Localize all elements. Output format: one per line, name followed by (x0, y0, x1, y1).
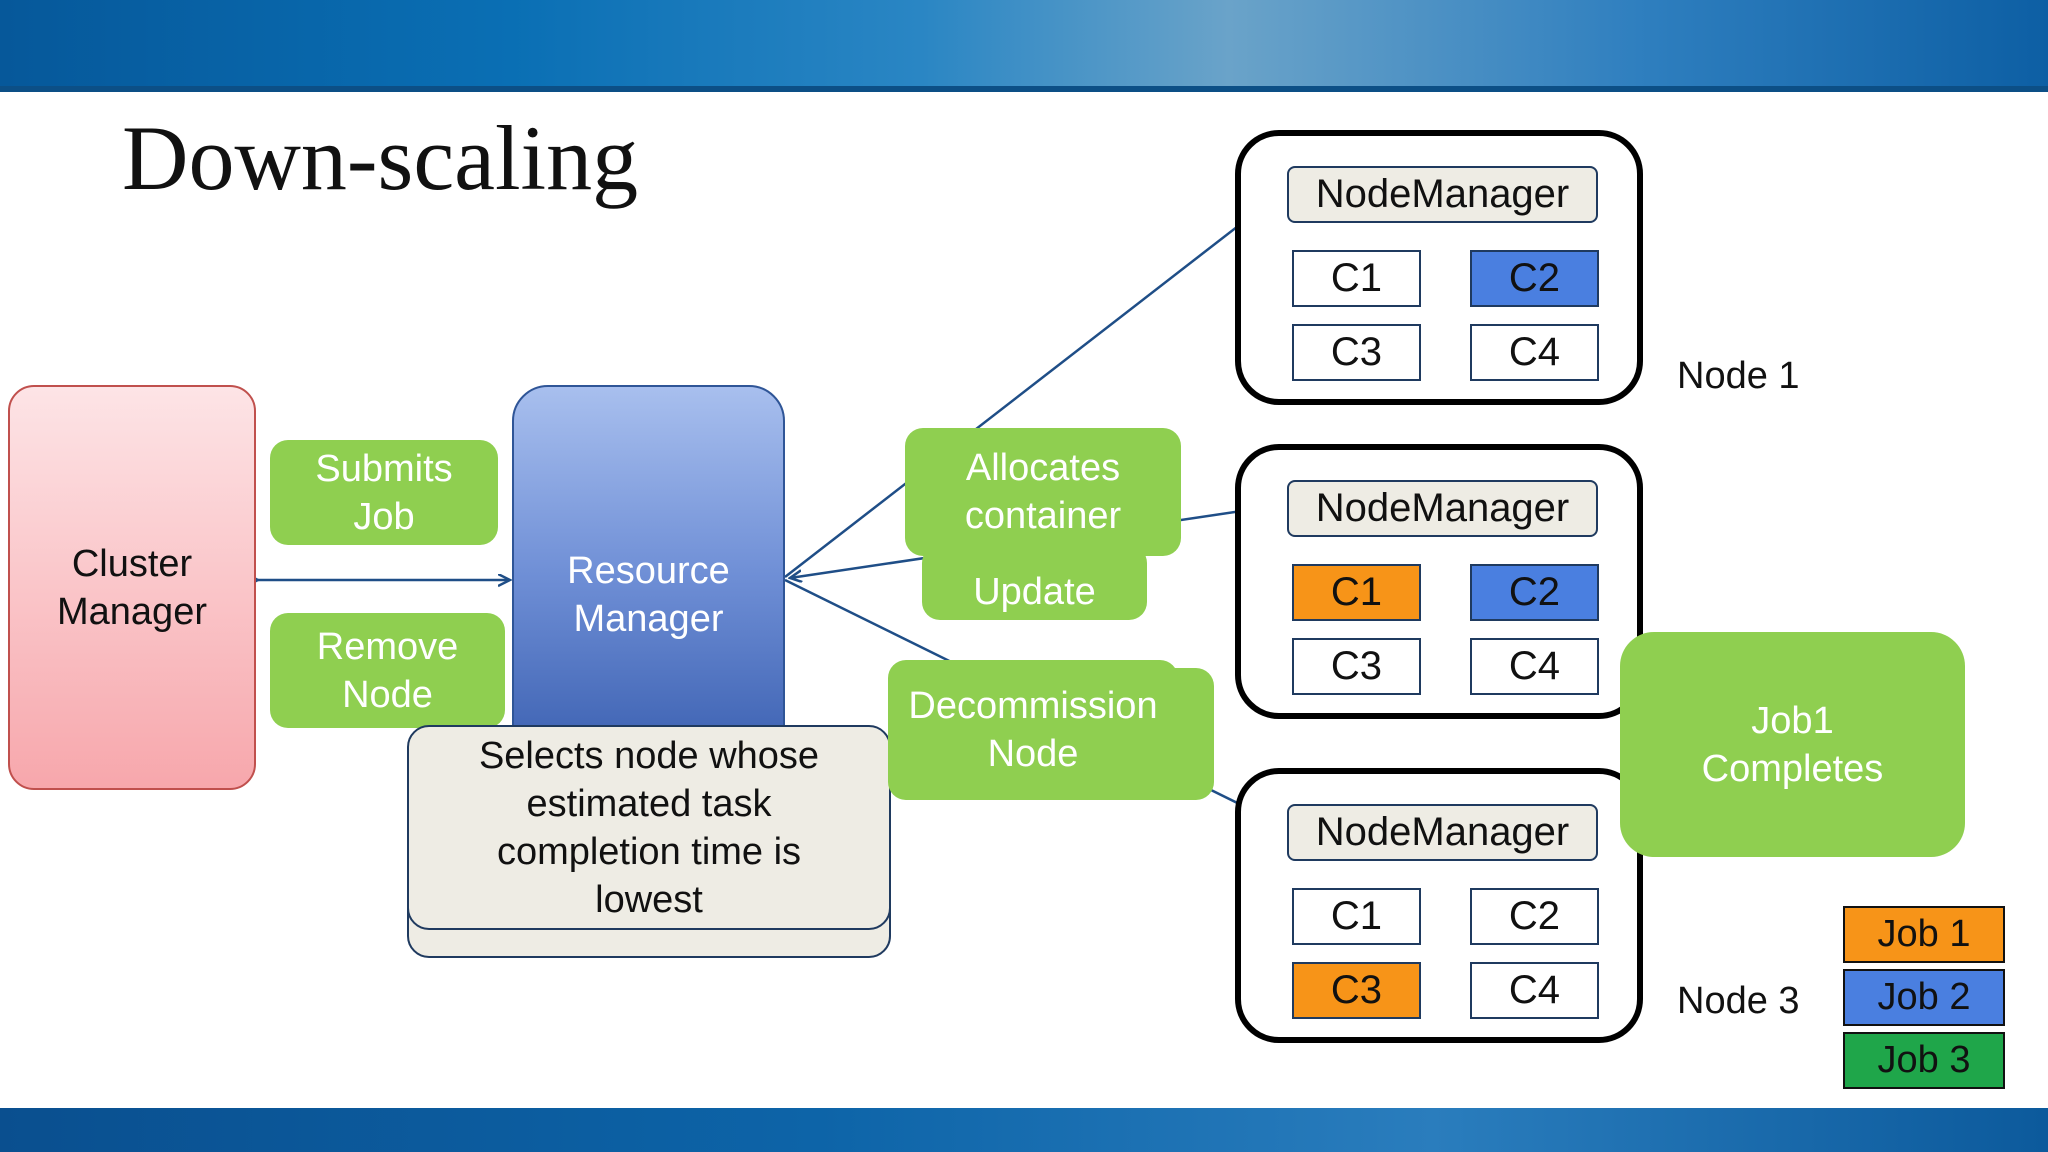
submits-job-label: Submits Job (270, 440, 498, 545)
node-2: NodeManager C1 C2 C3 C4 (1235, 444, 1643, 719)
resource-manager-label: Resource Manager (567, 550, 730, 640)
selects-node-note: Selects node whose estimated task comple… (407, 725, 891, 930)
node-3-c1: C1 (1292, 888, 1421, 945)
node-1-label: Node 1 (1677, 355, 1800, 397)
node-1-c2: C2 (1470, 250, 1599, 307)
node-2-c4: C4 (1470, 638, 1599, 695)
node-3: NodeManager C1 C2 C3 C4 (1235, 768, 1643, 1043)
node-2-nodemanager: NodeManager (1287, 480, 1598, 537)
header-band (0, 0, 2048, 92)
cluster-manager-label: Cluster Manager (57, 542, 207, 633)
node-1-c1: C1 (1292, 250, 1421, 307)
node-3-nodemanager: NodeManager (1287, 804, 1598, 861)
remove-node-label: Remove Node (270, 613, 505, 728)
allocates-container-label: Allocates container (905, 428, 1181, 556)
node-3-c2: C2 (1470, 888, 1599, 945)
legend-job-3: Job 3 (1843, 1032, 2005, 1089)
decommission-node-label: Decommission Node (888, 660, 1178, 800)
node-1: NodeManager C1 C2 C3 C4 (1235, 130, 1643, 405)
node-1-nodemanager: NodeManager (1287, 166, 1598, 223)
node-3-c4: C4 (1470, 962, 1599, 1019)
node-2-c3: C3 (1292, 638, 1421, 695)
cluster-manager-box: Cluster Manager (8, 385, 256, 790)
slide-title: Down-scaling (122, 107, 639, 209)
node-1-c4: C4 (1470, 324, 1599, 381)
node-2-c1: C1 (1292, 564, 1421, 621)
legend-job-2: Job 2 (1843, 969, 2005, 1026)
status-update-label: Update (922, 545, 1147, 620)
legend-job-1: Job 1 (1843, 906, 2005, 963)
node-2-c2: C2 (1470, 564, 1599, 621)
arrow-rm-node1 (784, 192, 1282, 578)
footer-band (0, 1108, 2048, 1152)
node-3-label: Node 3 (1677, 980, 1800, 1022)
node-3-c3: C3 (1292, 962, 1421, 1019)
job1-completes-label: Job1 Completes (1620, 632, 1965, 857)
node-1-c3: C3 (1292, 324, 1421, 381)
